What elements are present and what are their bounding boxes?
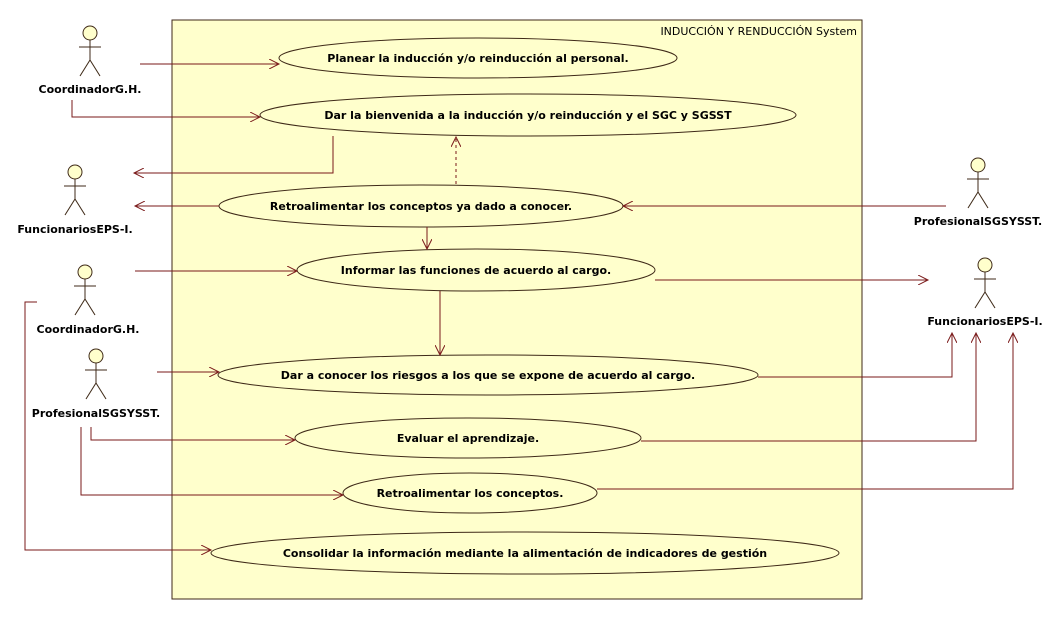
actor-coordinador-gh-top[interactable]: CoordinadorG.H. bbox=[39, 25, 142, 96]
connector bbox=[24, 301, 211, 550]
stick-figure-icon bbox=[85, 348, 107, 400]
use-case-label: Retroalimentar los conceptos ya dado a c… bbox=[270, 200, 572, 213]
connector bbox=[641, 333, 976, 442]
use-case-retroalimentar-dados[interactable]: Retroalimentar los conceptos ya dado a c… bbox=[218, 184, 624, 228]
use-case-informar-funciones[interactable]: Informar las funciones de acuerdo al car… bbox=[296, 248, 656, 292]
stick-figure-icon bbox=[974, 257, 996, 309]
connectors bbox=[24, 64, 1013, 550]
use-case-label: Informar las funciones de acuerdo al car… bbox=[341, 264, 611, 277]
actor-label: CoordinadorG.H. bbox=[39, 83, 142, 96]
connector bbox=[80, 427, 343, 495]
use-case-evaluar[interactable]: Evaluar el aprendizaje. bbox=[294, 417, 642, 459]
use-case-riesgos[interactable]: Dar a conocer los riesgos a los que se e… bbox=[217, 354, 759, 396]
use-case-label: Dar la bienvenida a la inducción y/o rei… bbox=[324, 109, 732, 122]
actor-label: FuncionariosEPS-I. bbox=[17, 223, 132, 236]
use-case-retroalimentar[interactable]: Retroalimentar los conceptos. bbox=[342, 472, 598, 514]
use-case-label: Consolidar la información mediante la al… bbox=[283, 547, 767, 560]
actor-funcionarios-eps-right[interactable]: FuncionariosEPS-I. bbox=[927, 257, 1043, 328]
use-case-label: Dar a conocer los riesgos a los que se e… bbox=[281, 369, 695, 382]
actor-coordinador-gh-middle[interactable]: CoordinadorG.H. bbox=[37, 264, 140, 336]
stick-figure-icon bbox=[64, 164, 86, 216]
actor-label: CoordinadorG.H. bbox=[37, 323, 140, 336]
connector bbox=[134, 136, 334, 173]
actor-label: FuncionariosEPS-I. bbox=[927, 315, 1042, 328]
use-case-consolidar[interactable]: Consolidar la información mediante la al… bbox=[210, 531, 840, 575]
stick-figure-icon bbox=[967, 157, 989, 209]
actor-funcionarios-eps-left[interactable]: FuncionariosEPS-I. bbox=[17, 164, 133, 236]
use-case-bienvenida[interactable]: Dar la bienvenida a la inducción y/o rei… bbox=[259, 93, 797, 137]
actor-label: ProfesionalSGSYSST. bbox=[32, 407, 160, 420]
use-case-label: Retroalimentar los conceptos. bbox=[377, 487, 564, 500]
actor-profesional-sgsysst-right[interactable]: ProfesionalSGSYSST. bbox=[914, 157, 1042, 228]
connector bbox=[90, 427, 295, 440]
stick-figure-icon bbox=[74, 264, 96, 316]
actor-profesional-sgsysst-left[interactable]: ProfesionalSGSYSST. bbox=[32, 348, 160, 420]
use-case-label: Evaluar el aprendizaje. bbox=[397, 432, 539, 445]
stick-figure-icon bbox=[79, 25, 101, 77]
system-label: INDUCCIÓN Y RENDUCCIÓN System bbox=[660, 25, 857, 38]
connector bbox=[758, 333, 952, 378]
connector bbox=[71, 100, 260, 117]
connector bbox=[597, 333, 1013, 490]
use-case-label: Planear la inducción y/o reinducción al … bbox=[327, 52, 628, 65]
use-case-planear[interactable]: Planear la inducción y/o reinducción al … bbox=[278, 37, 678, 79]
actor-label: ProfesionalSGSYSST. bbox=[914, 215, 1042, 228]
